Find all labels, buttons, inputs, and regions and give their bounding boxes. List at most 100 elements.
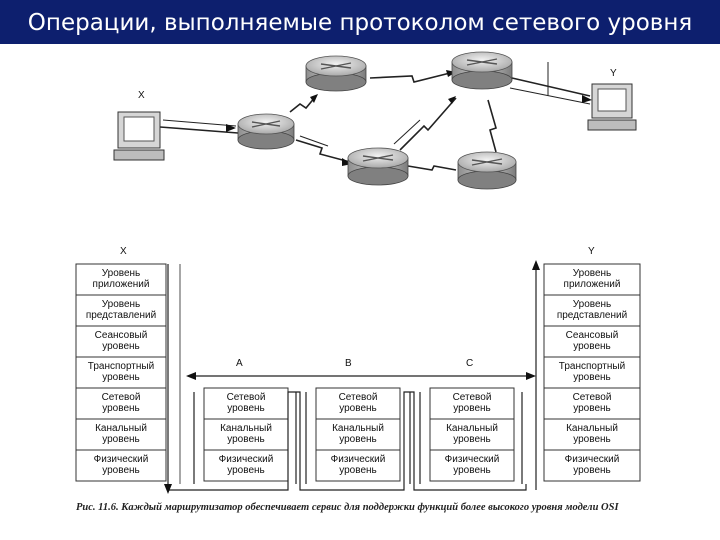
host-x-layer-5-text-1: уровень bbox=[102, 434, 140, 445]
stack-arrows bbox=[164, 260, 540, 494]
computer-x-icon bbox=[113, 111, 165, 161]
link-r3-y bbox=[511, 77, 591, 97]
host-y-layer-2-text-0: Сеансовый bbox=[566, 330, 619, 341]
figure-number: Рис. 11.6. bbox=[76, 502, 119, 513]
slide-title: Операции, выполняемые протоколом сетевог… bbox=[27, 10, 693, 36]
host-x-layer-4-text-0: Сетевой bbox=[102, 392, 141, 403]
host-x-layer-2-text-1: уровень bbox=[102, 341, 140, 352]
router-2-layer-2-text-1: уровень bbox=[453, 465, 491, 476]
router-1-layer-0-text-0: Сетевой bbox=[339, 392, 378, 403]
router-1-layer-0-text-1: уровень bbox=[339, 403, 377, 414]
segment-label-a: A bbox=[236, 358, 243, 369]
link-r4-r5 bbox=[407, 165, 457, 171]
host-y-layer-5-text-1: уровень bbox=[573, 434, 611, 445]
host-y-layer-0-text-1: приложений bbox=[564, 279, 621, 290]
host-x-layer-2-text-0: Сеансовый bbox=[95, 330, 148, 341]
host-x-label: X bbox=[138, 90, 145, 101]
router-r3 bbox=[451, 51, 513, 90]
host-y-layer-5-text-0: Канальный bbox=[566, 423, 618, 434]
stack-route-lines bbox=[167, 264, 537, 491]
figure-caption-text: Каждый маршрутизатор обеспечивает сервис… bbox=[121, 502, 619, 513]
router-2-layer-1-text-1: уровень bbox=[453, 434, 491, 445]
computer-y-icon bbox=[587, 83, 637, 131]
router-1-layer-2-text-0: Физический bbox=[331, 454, 386, 465]
link-r1-r4 bbox=[295, 139, 351, 163]
packet-path bbox=[167, 264, 527, 491]
router-0-layer-1-text-0: Канальный bbox=[220, 423, 272, 434]
host-y-layer-6-text-1: уровень bbox=[573, 465, 611, 476]
router-r4 bbox=[347, 147, 409, 186]
link-x-r1 bbox=[159, 126, 239, 134]
host-y-layer-0-text-0: Уровень bbox=[573, 268, 612, 279]
osi-stack: УровеньприложенийУровеньприложенийУровен… bbox=[75, 263, 641, 482]
host-x-layer-0-text-1: приложений bbox=[93, 279, 150, 290]
host-x-layer-0-text-0: Уровень bbox=[102, 268, 141, 279]
host-x-layer-4-text-1: уровень bbox=[102, 403, 140, 414]
segment-label-b: B bbox=[345, 358, 352, 369]
router-0-layer-0-text-0: Сетевой bbox=[227, 392, 266, 403]
host-y-layer-4-text-0: Сетевой bbox=[573, 392, 612, 403]
figure-caption: Рис. 11.6. Каждый маршрутизатор обеспечи… bbox=[76, 500, 646, 515]
host-y-layer-1-text-1: представлений bbox=[557, 310, 627, 321]
stack-label-y: Y bbox=[588, 246, 595, 257]
host-x-layer-3-text-1: уровень bbox=[102, 372, 140, 383]
link-r1-r2 bbox=[289, 95, 317, 113]
host-x-layer-3-text-0: Транспортный bbox=[88, 361, 154, 372]
router-1-layer-1-text-1: уровень bbox=[339, 434, 377, 445]
host-x-layer-5-text-0: Канальный bbox=[95, 423, 147, 434]
host-x-layer-6-text-0: Физический bbox=[94, 454, 149, 465]
host-y-layer-3-text-1: уровень bbox=[573, 372, 611, 383]
router-2-layer-1-text-0: Канальный bbox=[446, 423, 498, 434]
router-2-layer-0-text-0: Сетевой bbox=[453, 392, 492, 403]
host-x-layer-6-text-1: уровень bbox=[102, 465, 140, 476]
host-y-layer-3-text-0: Транспортный bbox=[559, 361, 625, 372]
segment-label-c: C bbox=[466, 358, 473, 369]
host-y-label: Y bbox=[610, 68, 617, 79]
host-y-layer-6-text-0: Физический bbox=[565, 454, 620, 465]
link-r2-r3 bbox=[369, 71, 455, 83]
title-bar bbox=[0, 0, 720, 44]
router-1-layer-1-text-0: Канальный bbox=[332, 423, 384, 434]
host-x-layer-1-text-0: Уровень bbox=[102, 299, 141, 310]
link-r3-r5 bbox=[487, 99, 497, 153]
link-r4-r3 bbox=[399, 97, 457, 151]
router-2-layer-0-text-1: уровень bbox=[453, 403, 491, 414]
router-1-layer-2-text-1: уровень bbox=[339, 465, 377, 476]
router-0-layer-2-text-0: Физический bbox=[219, 454, 274, 465]
router-r1 bbox=[237, 113, 295, 150]
host-x-layer-1-text-1: представлений bbox=[86, 310, 156, 321]
host-y-layer-1-text-0: Уровень bbox=[573, 299, 612, 310]
host-y-layer-2-text-1: уровень bbox=[573, 341, 611, 352]
router-0-layer-2-text-1: уровень bbox=[227, 465, 265, 476]
router-0-layer-1-text-1: уровень bbox=[227, 434, 265, 445]
network-links bbox=[159, 62, 591, 171]
router-r5 bbox=[457, 151, 517, 190]
stack-label-x: X bbox=[120, 246, 127, 257]
router-2-layer-2-text-0: Физический bbox=[445, 454, 500, 465]
router-0-layer-0-text-1: уровень bbox=[227, 403, 265, 414]
